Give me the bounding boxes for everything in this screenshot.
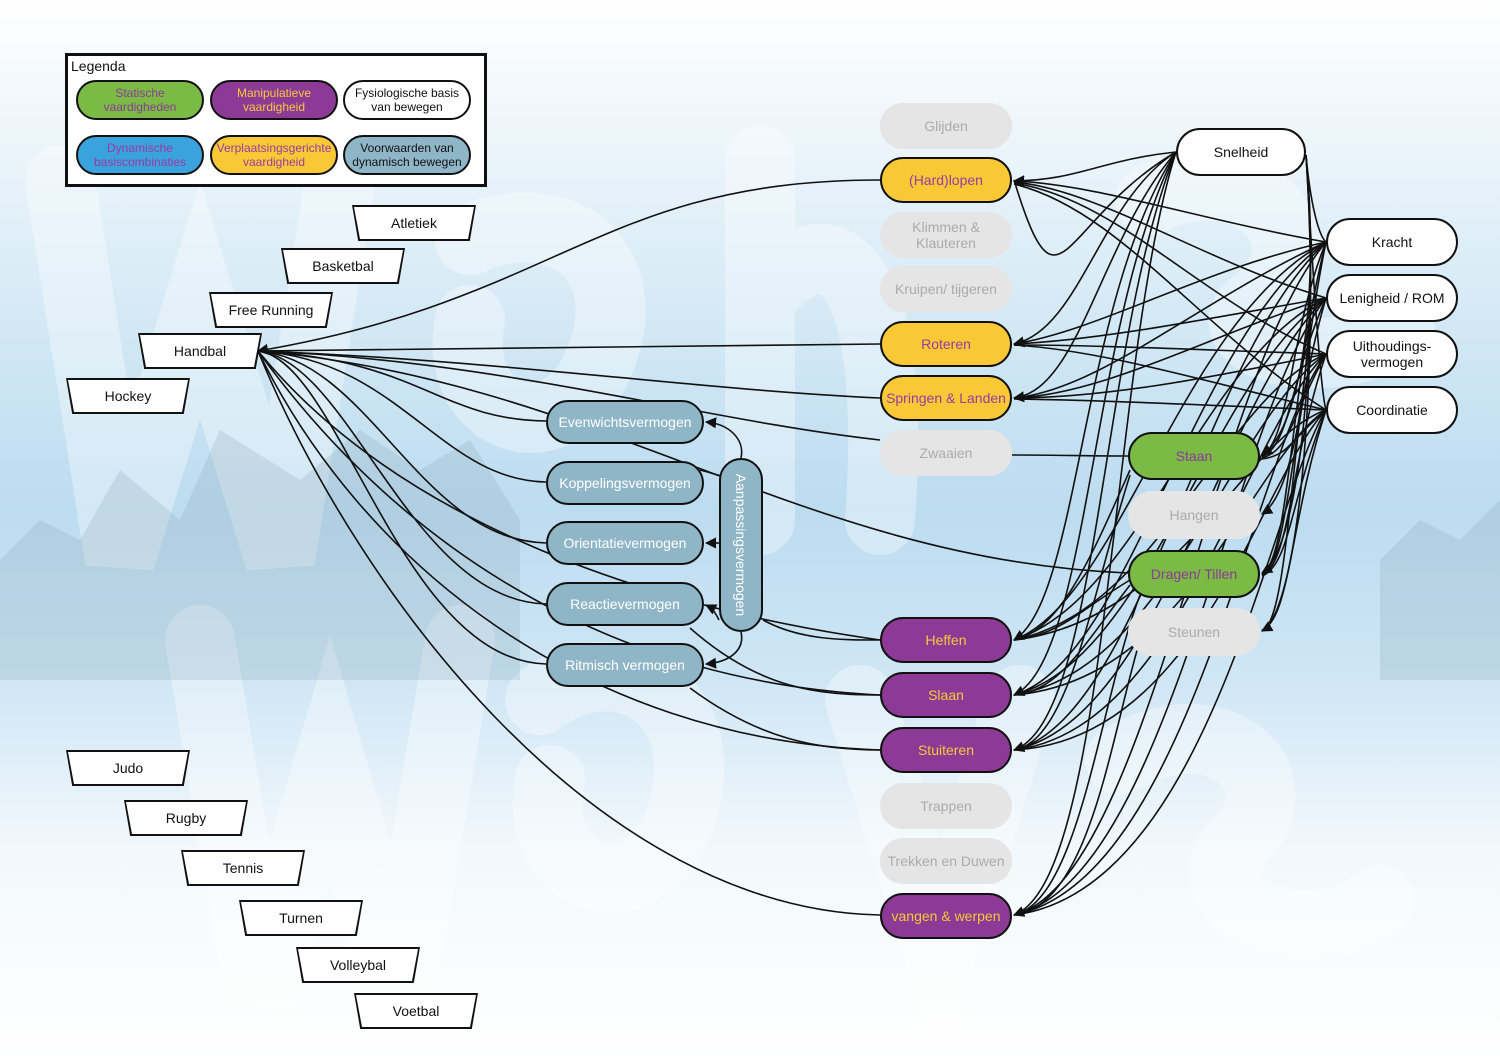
node-steunen[interactable]: Steunen <box>1128 608 1260 656</box>
sport-label: Tennis <box>183 852 303 884</box>
node-aanpassingsvermogen[interactable]: Aanpassingsvermogen <box>719 458 763 632</box>
node-springen-landen[interactable]: Springen & Landen <box>880 375 1012 421</box>
node-kracht[interactable]: Kracht <box>1326 218 1458 266</box>
node-hangen[interactable]: Hangen <box>1128 491 1260 539</box>
node-heffen[interactable]: Heffen <box>880 617 1012 663</box>
legend-title: Legenda <box>71 58 126 74</box>
sport-tennis[interactable]: Tennis <box>181 850 305 886</box>
node-uithoudingsvermogen[interactable]: Uithoudings- vermogen <box>1326 330 1458 378</box>
node-roteren[interactable]: Roteren <box>880 321 1012 367</box>
node-slaan[interactable]: Slaan <box>880 672 1012 718</box>
node-vangen-werpen[interactable]: vangen & werpen <box>880 893 1012 939</box>
sport-label: Atletiek <box>354 207 474 239</box>
node-glijden[interactable]: Glijden <box>880 103 1012 149</box>
sport-label: Voetbal <box>356 995 476 1027</box>
sport-label: Volleybal <box>298 949 418 981</box>
legend-item-voorwaarden: Voorwaarden van dynamisch bewegen <box>343 135 471 175</box>
legend-item-manipulatief: Manipulatieve vaardigheid <box>210 80 338 120</box>
legend-item-fysiologisch: Fysiologische basis van bewegen <box>343 80 471 120</box>
node-kruipen-tijgeren[interactable]: Kruipen/ tijgeren <box>880 266 1012 312</box>
legend: Legenda Statische vaardigheden Manipulat… <box>65 53 487 187</box>
sport-label: Free Running <box>211 294 331 326</box>
sport-label: Turnen <box>241 902 361 934</box>
node-staan[interactable]: Staan <box>1128 432 1260 480</box>
node-ritmisch-vermogen[interactable]: Ritmisch vermogen <box>546 643 704 687</box>
sport-basketbal[interactable]: Basketbal <box>281 248 405 284</box>
node-koppelingsvermogen[interactable]: Koppelingsvermogen <box>546 461 704 505</box>
sport-label: Hockey <box>68 380 188 412</box>
sport-hockey[interactable]: Hockey <box>66 378 190 414</box>
sport-label: Rugby <box>126 802 246 834</box>
sport-judo[interactable]: Judo <box>66 750 190 786</box>
aanpassingsvermogen-label: Aanpassingsvermogen <box>733 473 749 617</box>
sport-handbal[interactable]: Handbal <box>138 333 262 369</box>
sport-label: Judo <box>68 752 188 784</box>
legend-item-dynamisch: Dynamische basiscombinaties <box>76 135 204 175</box>
sport-voetbal[interactable]: Voetbal <box>354 993 478 1029</box>
node-snelheid[interactable]: Snelheid <box>1176 128 1306 176</box>
sport-turnen[interactable]: Turnen <box>239 900 363 936</box>
node-hardlopen[interactable]: (Hard)lopen <box>880 157 1012 203</box>
node-coordinatie[interactable]: Coordinatie <box>1326 386 1458 434</box>
sport-atletiek[interactable]: Atletiek <box>352 205 476 241</box>
node-orientatievermogen[interactable]: Orientatievermogen <box>546 521 704 565</box>
node-reactievermogen[interactable]: Reactievermogen <box>546 582 704 626</box>
sport-label: Basketbal <box>283 250 403 282</box>
node-zwaaien[interactable]: Zwaaien <box>880 430 1012 476</box>
node-stuiteren[interactable]: Stuiteren <box>880 727 1012 773</box>
node-trekken-duwen[interactable]: Trekken en Duwen <box>880 838 1012 884</box>
sport-free-running[interactable]: Free Running <box>209 292 333 328</box>
node-trappen[interactable]: Trappen <box>880 783 1012 829</box>
node-dragen-tillen[interactable]: Dragen/ Tillen <box>1128 550 1260 598</box>
node-evenwichtsvermogen[interactable]: Evenwichtsvermogen <box>546 400 704 444</box>
legend-item-statisch: Statische vaardigheden <box>76 80 204 120</box>
node-lenigheid-rom[interactable]: Lenigheid / ROM <box>1326 274 1458 322</box>
legend-item-verplaatsing: Verplaatsingsgerichte vaardigheid <box>210 135 338 175</box>
node-klimmen-klauteren[interactable]: Klimmen & Klauteren <box>880 212 1012 258</box>
sport-label: Handbal <box>140 335 260 367</box>
sport-volleybal[interactable]: Volleybal <box>296 947 420 983</box>
sport-rugby[interactable]: Rugby <box>124 800 248 836</box>
